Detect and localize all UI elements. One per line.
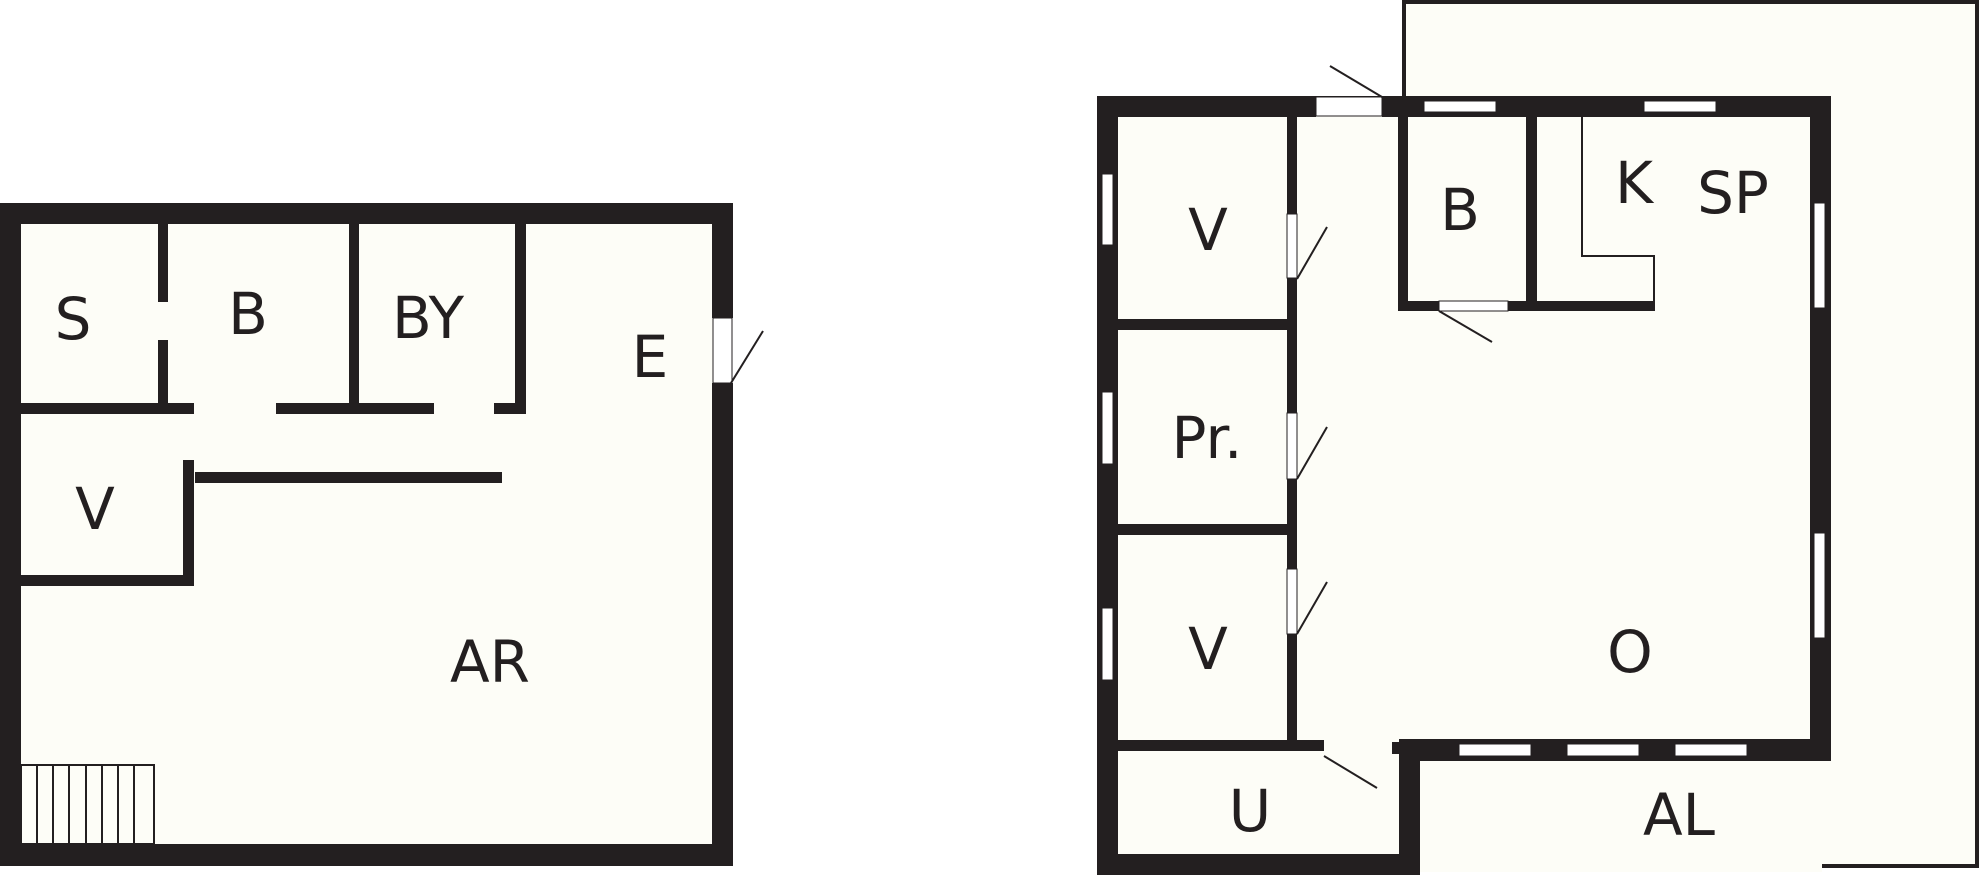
room-label-b-right: B — [1440, 176, 1480, 244]
room-label-pr: Pr. — [1172, 404, 1243, 472]
room-label-by: BY — [392, 284, 465, 352]
left-plan-floor — [9, 212, 724, 861]
room-label-v: V — [75, 475, 115, 543]
room-label-v-lower: V — [1188, 615, 1228, 683]
door-swing-e — [730, 330, 764, 384]
room-label-o: O — [1607, 618, 1653, 686]
window-e — [712, 317, 733, 384]
room-label-u: U — [1229, 777, 1271, 845]
room-label-b: B — [228, 280, 268, 348]
room-label-ar: AR — [450, 628, 530, 696]
room-label-e: E — [632, 323, 669, 391]
stairs — [20, 764, 155, 845]
room-label-sp: SP — [1697, 159, 1769, 227]
left-plan: S B BY E V AR — [0, 203, 764, 866]
room-label-s: S — [55, 285, 92, 353]
left-plan-walls — [0, 203, 733, 866]
right-plan-door-swings — [1296, 65, 1493, 789]
room-label-v-upper: V — [1188, 196, 1228, 264]
right-plan-windows — [1101, 100, 1826, 757]
right-plan-door-openings — [1286, 96, 1509, 635]
room-label-k: K — [1615, 149, 1655, 217]
right-plan: V Pr. V B K SP O U AL — [1097, 0, 1979, 875]
room-label-al: AL — [1643, 781, 1715, 849]
